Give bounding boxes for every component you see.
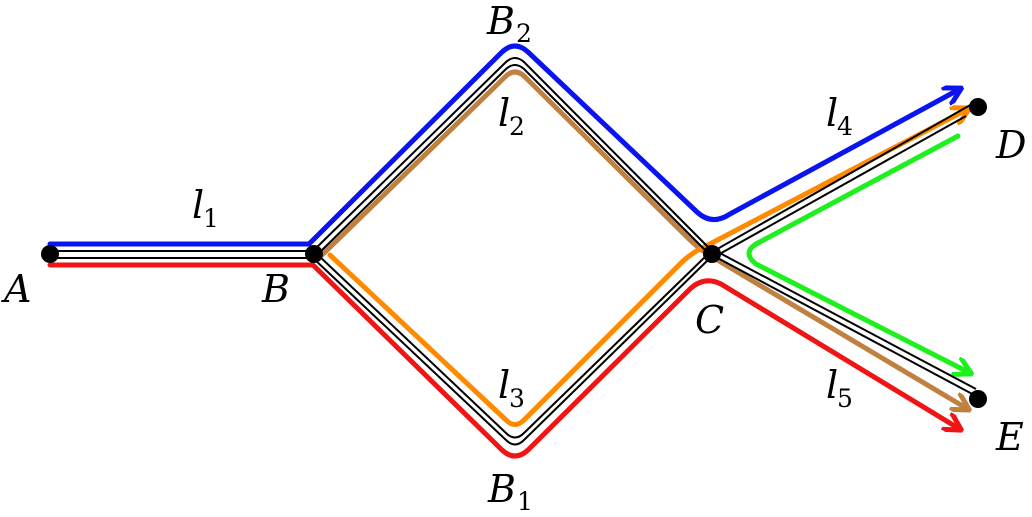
label-b2: B 2 bbox=[486, 0, 532, 48]
node-c-dot bbox=[703, 245, 721, 263]
label-d: D bbox=[995, 123, 1026, 167]
svg-text:1: 1 bbox=[203, 204, 219, 233]
svg-text:l: l bbox=[826, 363, 838, 407]
edge-l2 bbox=[312, 57, 710, 255]
label-a: A bbox=[1, 267, 31, 311]
svg-text:B: B bbox=[486, 0, 515, 43]
svg-text:1: 1 bbox=[517, 487, 533, 516]
blue-flow-path bbox=[47, 43, 958, 247]
svg-text:l: l bbox=[498, 363, 510, 407]
node-a-dot bbox=[41, 245, 59, 263]
node-b-dot bbox=[305, 245, 323, 263]
svg-text:l: l bbox=[192, 183, 204, 227]
label-b: B bbox=[261, 267, 290, 311]
label-c: C bbox=[695, 298, 724, 342]
svg-text:5: 5 bbox=[837, 384, 853, 413]
red-flow-path bbox=[47, 262, 958, 459]
label-e: E bbox=[995, 415, 1024, 459]
label-l2: l 2 bbox=[498, 91, 525, 141]
svg-text:2: 2 bbox=[516, 19, 532, 48]
green-flow-path bbox=[746, 133, 968, 372]
svg-text:B: B bbox=[487, 467, 516, 511]
node-d-dot bbox=[969, 98, 987, 116]
edge-l5 bbox=[711, 250, 977, 397]
node-e-dot bbox=[969, 390, 987, 408]
edge-l3 bbox=[312, 254, 710, 446]
label-l5: l 5 bbox=[826, 363, 853, 413]
label-b1: B 1 bbox=[487, 467, 533, 516]
edge-l1 bbox=[50, 250, 313, 259]
svg-text:2: 2 bbox=[509, 112, 525, 141]
label-l3: l 3 bbox=[498, 363, 525, 413]
orange-flow-path bbox=[327, 110, 966, 427]
svg-text:l: l bbox=[498, 91, 510, 135]
label-l4: l 4 bbox=[826, 91, 853, 141]
svg-text:l: l bbox=[826, 91, 838, 135]
svg-text:4: 4 bbox=[837, 112, 853, 141]
edge-l4 bbox=[711, 103, 973, 257]
label-l1: l 1 bbox=[192, 183, 219, 233]
svg-text:3: 3 bbox=[509, 384, 525, 413]
